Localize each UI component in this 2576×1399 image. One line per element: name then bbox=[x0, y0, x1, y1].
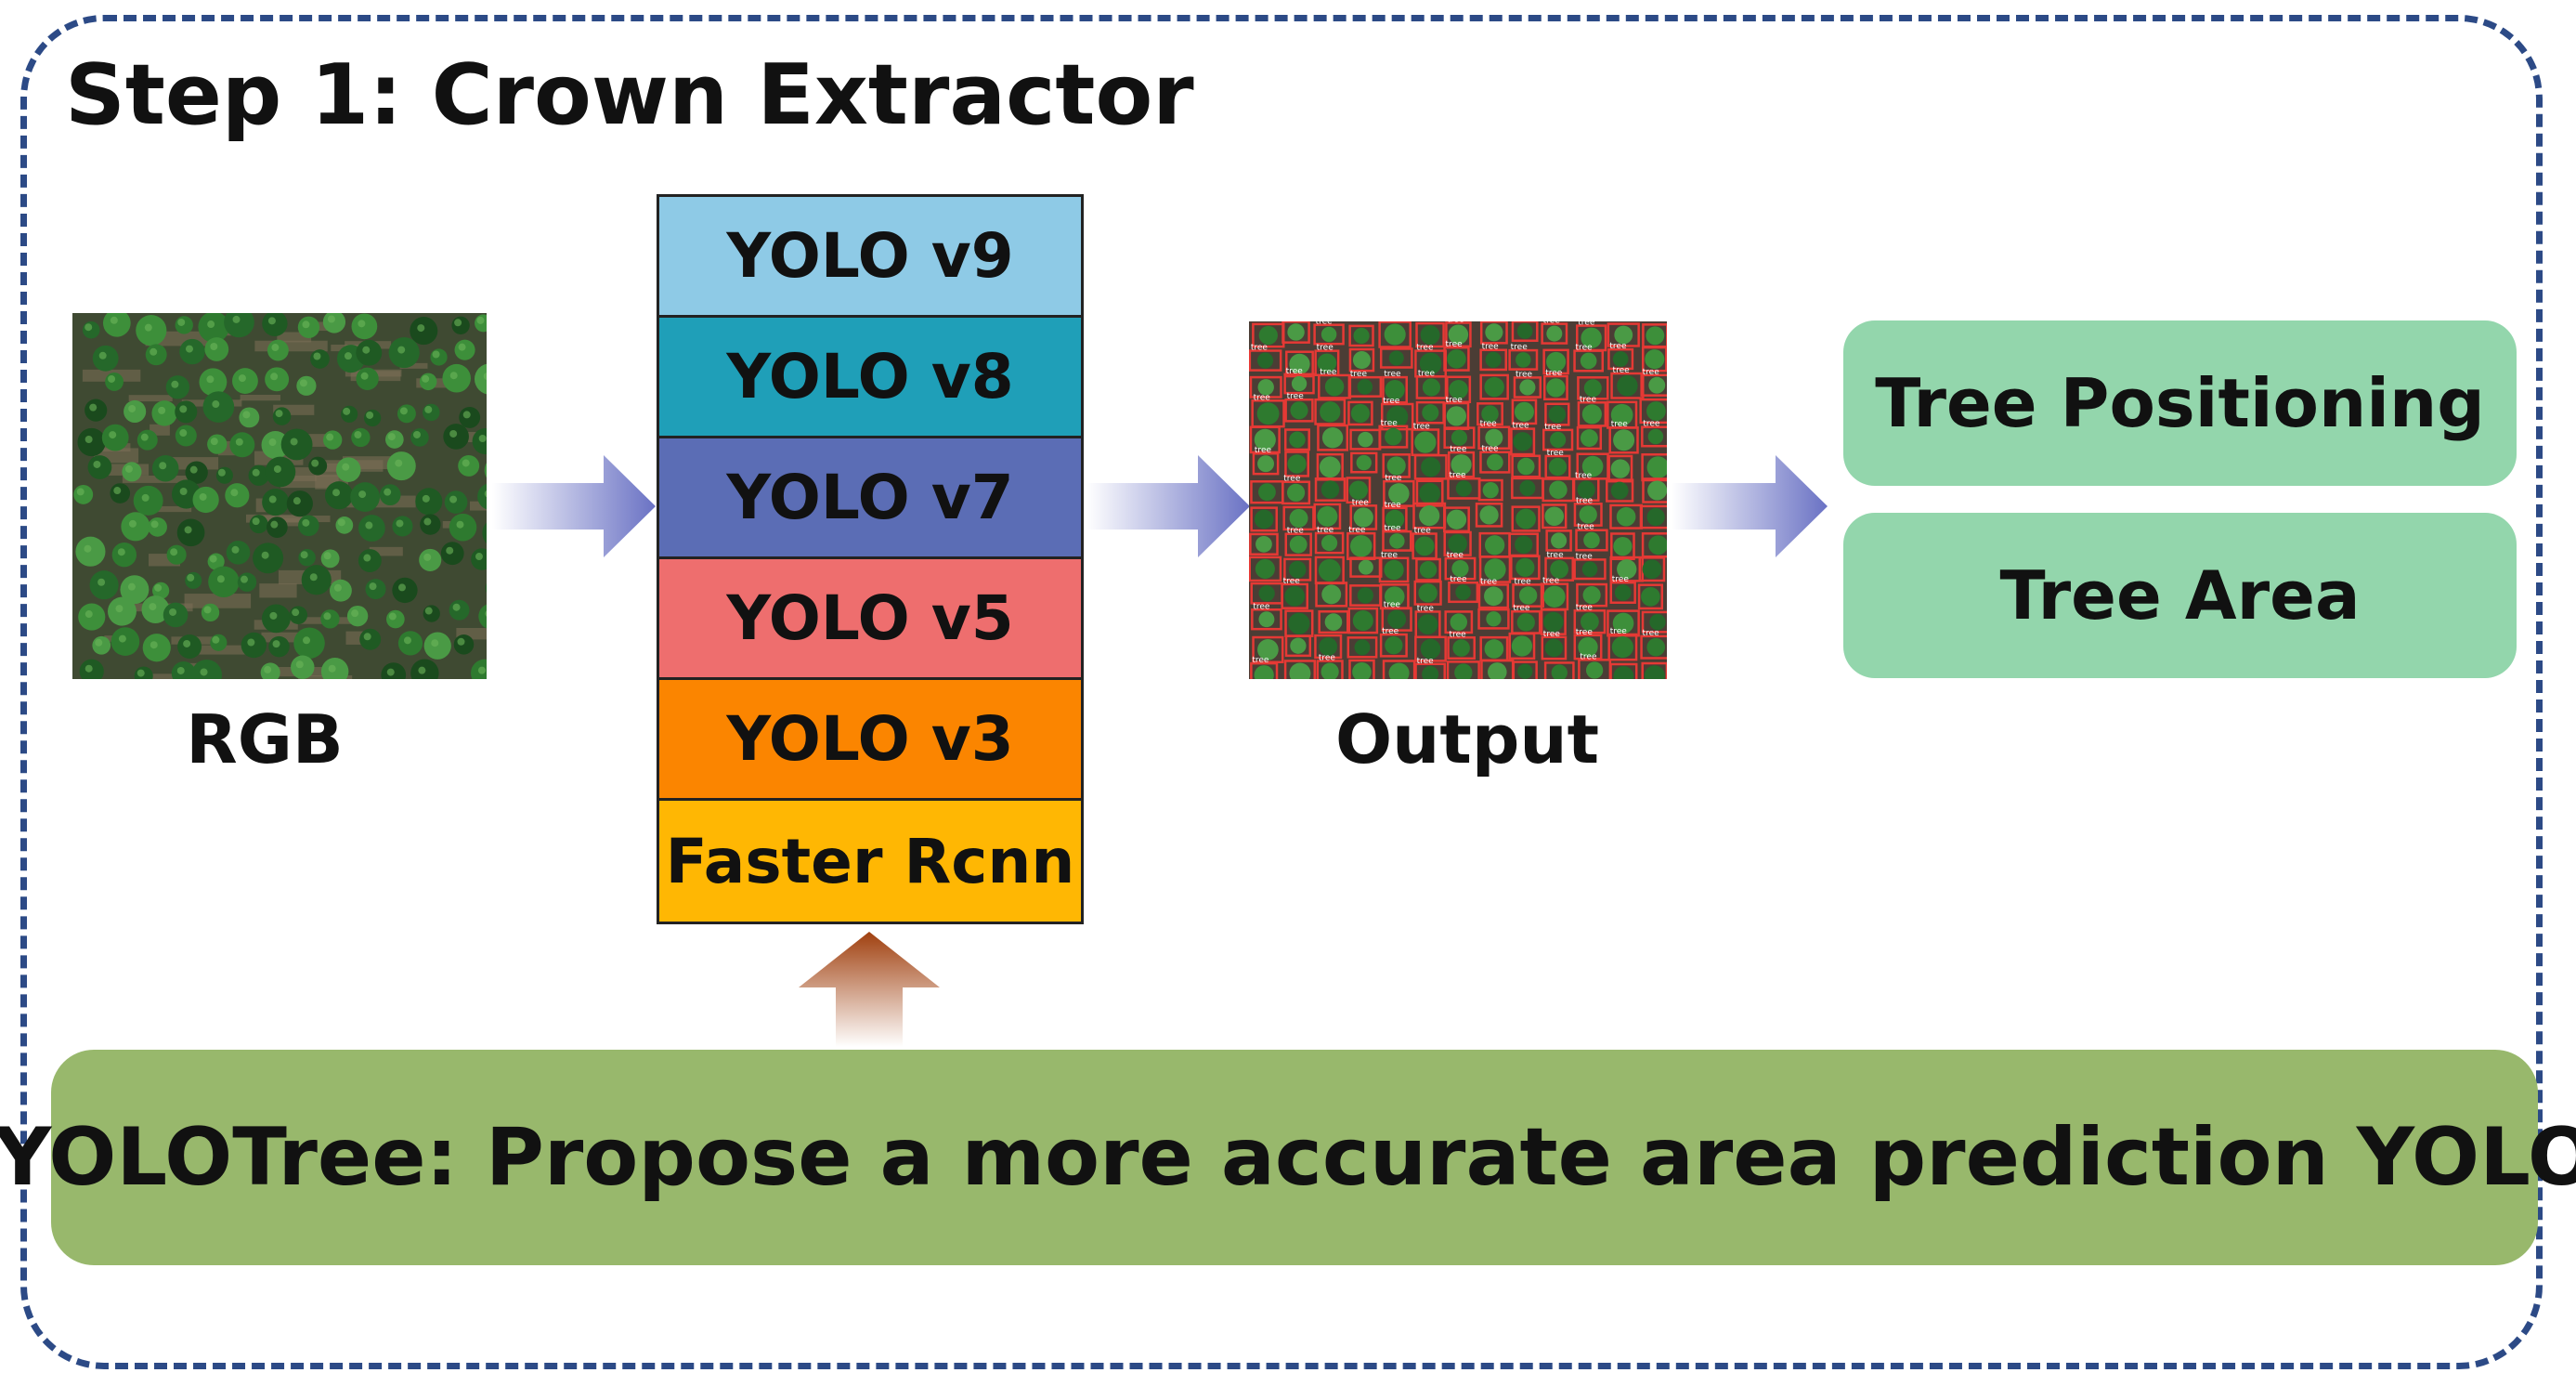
svg-text:tree: tree bbox=[1316, 321, 1334, 327]
yolotree-banner: YOLOTree: Propose a more accurate area p… bbox=[0, 1050, 2576, 1265]
model-yolo-v9: YOLO v9 bbox=[659, 197, 1081, 318]
svg-text:tree: tree bbox=[1547, 449, 1565, 458]
svg-text:tree: tree bbox=[1545, 369, 1563, 378]
svg-text:tree: tree bbox=[1511, 343, 1529, 352]
step-frame bbox=[20, 15, 2543, 1369]
svg-text:tree: tree bbox=[1446, 340, 1464, 349]
svg-text:tree: tree bbox=[1449, 471, 1466, 480]
svg-text:tree: tree bbox=[1254, 393, 1271, 402]
svg-text:tree: tree bbox=[1575, 472, 1593, 481]
svg-text:tree: tree bbox=[1542, 577, 1560, 586]
svg-text:tree: tree bbox=[1450, 630, 1467, 639]
svg-text:tree: tree bbox=[1417, 604, 1435, 613]
flow-arrow-2 bbox=[1086, 455, 1250, 557]
svg-text:tree: tree bbox=[1416, 344, 1434, 353]
step-title: Step 1: Crown Extractor bbox=[65, 46, 1194, 144]
svg-text:tree: tree bbox=[1446, 396, 1464, 405]
svg-text:tree: tree bbox=[1286, 367, 1304, 376]
svg-text:tree: tree bbox=[1482, 343, 1500, 352]
svg-text:tree: tree bbox=[1450, 575, 1467, 584]
svg-text:tree: tree bbox=[1255, 446, 1272, 455]
svg-text:tree: tree bbox=[1578, 321, 1595, 328]
svg-text:tree: tree bbox=[1576, 344, 1594, 353]
svg-text:tree: tree bbox=[1418, 369, 1436, 378]
svg-text:tree: tree bbox=[1447, 321, 1464, 324]
svg-text:tree: tree bbox=[1382, 627, 1399, 636]
svg-text:tree: tree bbox=[1576, 603, 1594, 612]
svg-text:tree: tree bbox=[1413, 423, 1431, 432]
svg-text:tree: tree bbox=[1251, 344, 1268, 353]
svg-text:tree: tree bbox=[1381, 419, 1399, 428]
svg-text:tree: tree bbox=[1580, 652, 1597, 661]
svg-text:tree: tree bbox=[1576, 496, 1594, 505]
svg-text:tree: tree bbox=[1547, 551, 1565, 560]
svg-text:tree: tree bbox=[1643, 420, 1660, 429]
svg-text:tree: tree bbox=[1383, 397, 1400, 406]
svg-text:tree: tree bbox=[1381, 551, 1399, 560]
model-yolo-v8: YOLO v8 bbox=[659, 318, 1081, 438]
svg-text:tree: tree bbox=[1609, 342, 1627, 351]
svg-text:tree: tree bbox=[1643, 368, 1660, 377]
svg-text:tree: tree bbox=[1480, 420, 1498, 429]
svg-text:tree: tree bbox=[1576, 628, 1594, 637]
svg-text:tree: tree bbox=[1320, 368, 1337, 377]
svg-text:tree: tree bbox=[1317, 526, 1334, 535]
output-detection-image: tree tree tree tree tree tree tree tree tree tree… bbox=[1249, 321, 1667, 679]
svg-text:tree: tree bbox=[1319, 654, 1336, 663]
flow-arrow-1 bbox=[492, 455, 656, 557]
svg-text:tree: tree bbox=[1580, 395, 1597, 404]
rgb-image-canvas bbox=[72, 313, 487, 679]
svg-text:tree: tree bbox=[1643, 629, 1660, 638]
svg-text:tree: tree bbox=[1610, 627, 1628, 636]
svg-text:tree: tree bbox=[1350, 370, 1368, 379]
svg-text:tree: tree bbox=[1352, 498, 1370, 507]
model-yolo-v7: YOLO v7 bbox=[659, 438, 1081, 559]
output-label: Output bbox=[1334, 700, 1600, 778]
svg-text:tree: tree bbox=[1385, 501, 1402, 510]
svg-text:tree: tree bbox=[1480, 577, 1498, 586]
svg-text:tree: tree bbox=[1612, 575, 1630, 584]
svg-text:tree: tree bbox=[1348, 526, 1366, 535]
svg-text:tree: tree bbox=[1513, 604, 1530, 613]
rgb-aerial-image bbox=[72, 313, 487, 679]
model-faster-rcnn: Faster Rcnn bbox=[659, 801, 1081, 922]
svg-text:tree: tree bbox=[1384, 601, 1401, 610]
svg-text:tree: tree bbox=[1384, 370, 1401, 379]
result-tree-positioning: Tree Positioning bbox=[1843, 320, 2517, 486]
svg-text:tree: tree bbox=[1417, 657, 1435, 666]
svg-text:tree: tree bbox=[1576, 552, 1594, 561]
svg-text:tree: tree bbox=[1385, 474, 1402, 483]
svg-text:tree: tree bbox=[1611, 420, 1629, 429]
svg-text:tree: tree bbox=[1283, 577, 1301, 586]
svg-text:tree: tree bbox=[1543, 321, 1561, 326]
svg-text:tree: tree bbox=[1512, 422, 1529, 431]
svg-text:tree: tree bbox=[1613, 366, 1631, 375]
svg-text:tree: tree bbox=[1287, 392, 1305, 401]
model-yolo-v3: YOLO v3 bbox=[659, 680, 1081, 801]
svg-text:tree: tree bbox=[1481, 445, 1499, 454]
up-arrow bbox=[799, 932, 940, 1047]
svg-text:tree: tree bbox=[1317, 344, 1334, 353]
output-image-canvas: tree tree tree tree tree tree tree tree tree tree… bbox=[1249, 321, 1667, 679]
svg-text:tree: tree bbox=[1447, 551, 1464, 560]
svg-text:tree: tree bbox=[1252, 656, 1269, 665]
svg-text:tree: tree bbox=[1287, 527, 1305, 536]
svg-text:tree: tree bbox=[1543, 630, 1561, 639]
svg-text:tree: tree bbox=[1544, 423, 1562, 432]
flow-arrow-3 bbox=[1672, 455, 1828, 557]
svg-text:tree: tree bbox=[1515, 577, 1532, 586]
result-tree-area: Tree Area bbox=[1843, 513, 2517, 678]
svg-text:tree: tree bbox=[1283, 475, 1301, 484]
svg-text:tree: tree bbox=[1578, 523, 1595, 532]
svg-text:tree: tree bbox=[1253, 602, 1270, 611]
model-yolo-v5: YOLO v5 bbox=[659, 559, 1081, 680]
rgb-label: RGB bbox=[186, 700, 344, 778]
svg-text:tree: tree bbox=[1516, 370, 1533, 379]
svg-text:tree: tree bbox=[1414, 527, 1432, 536]
svg-text:tree: tree bbox=[1450, 445, 1467, 454]
svg-text:tree: tree bbox=[1384, 524, 1401, 533]
